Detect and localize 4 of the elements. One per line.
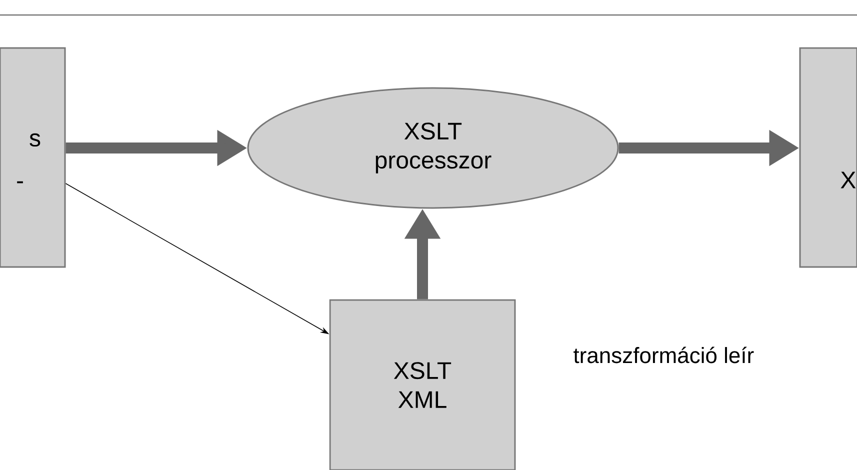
process-box: X [799, 47, 857, 268]
process-box: s - [0, 47, 66, 268]
caption-text: transzformáció leír [574, 346, 754, 364]
process-box: XSLT XML [329, 299, 516, 470]
